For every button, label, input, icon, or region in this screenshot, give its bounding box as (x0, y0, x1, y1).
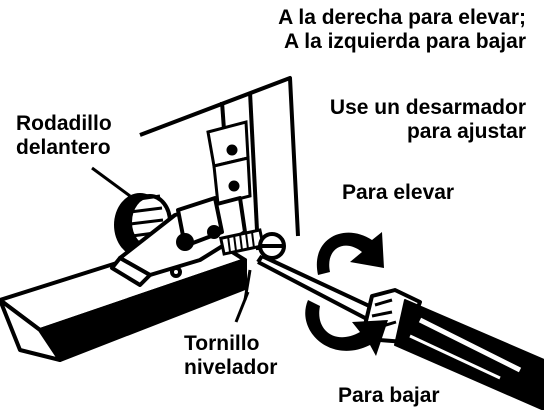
screw-leader-line (234, 291, 250, 323)
screwdriver-line-1: Use un desarmador (329, 96, 526, 119)
front-roller-line-1: Rodadillo (16, 112, 112, 135)
lower-label: Para bajar (338, 384, 440, 407)
counterclockwise-arrow-icon (305, 300, 388, 356)
screwdriver-line-2: para ajustar (406, 120, 526, 144)
screwdriver-instruction: Use un desarmador para ajustar (330, 96, 526, 144)
roller-leader-line (91, 166, 131, 198)
leveling-screw-line-1: Tornillo (184, 332, 260, 355)
clockwise-arrow-icon (316, 232, 384, 275)
front-roller-line-2: delantero (16, 136, 111, 160)
raise-label: Para elevar (342, 181, 455, 204)
front-roller-label: Rodadillo delantero (16, 112, 112, 160)
direction-line-2: A la izquierda para bajar (284, 30, 526, 54)
panel-bracket (206, 120, 252, 206)
leveling-screw-line-2: nivelador (184, 356, 278, 380)
direction-instruction: A la derecha para elevar; A la izquierda… (278, 6, 526, 54)
direction-line-1: A la derecha para elevar; (278, 6, 526, 29)
leveling-screw-label: Tornillo nivelador (184, 332, 277, 380)
leveling-screw (218, 228, 286, 301)
roller-bracket (110, 196, 247, 287)
leader-lines (91, 166, 250, 323)
